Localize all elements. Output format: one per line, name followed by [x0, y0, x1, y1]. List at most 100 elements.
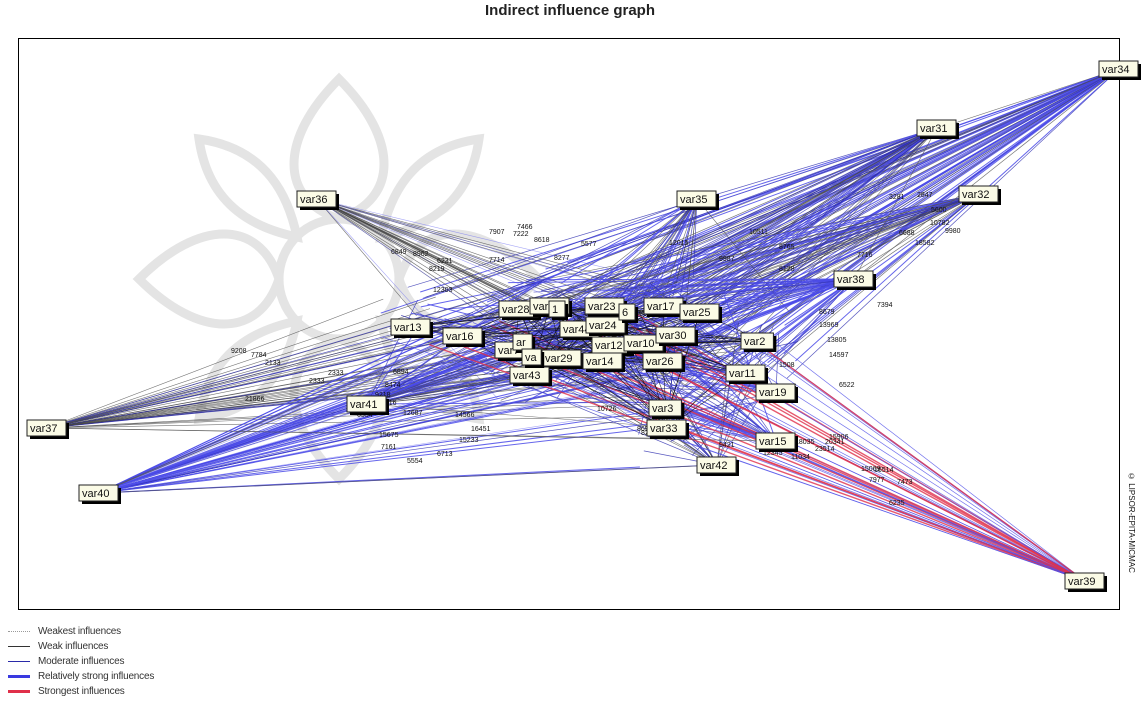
influence-edge: [692, 198, 698, 277]
node-label: var14: [586, 356, 614, 368]
influence-edge: [681, 193, 980, 442]
influence-network: 9208778421866156757161555467131523316451…: [26, 60, 1141, 592]
influence-edge: [561, 198, 698, 284]
influence-edge: [420, 193, 980, 308]
node-var5[interactable]: ar: [512, 333, 536, 353]
node-var23[interactable]: var23: [584, 297, 627, 317]
influence-edge: [543, 343, 1086, 582]
influence-edge: [316, 198, 516, 324]
edge-value-label: 6554: [357, 412, 373, 419]
influence-edge: [650, 429, 1086, 582]
influence-edge: [563, 193, 980, 356]
influence-edge: [316, 198, 697, 290]
node-var6[interactable]: 6: [618, 303, 638, 323]
node-var13[interactable]: var13: [390, 318, 433, 338]
node-var33[interactable]: var33: [646, 419, 689, 439]
node-label: var34: [1102, 64, 1130, 76]
legend-item: Relatively strong influences: [8, 669, 308, 684]
node-var24[interactable]: var24: [585, 316, 628, 336]
influence-edge: [46, 336, 456, 429]
node-var38[interactable]: var38: [833, 270, 876, 290]
node-var40[interactable]: var40: [78, 484, 121, 504]
edge-value-label: 18035: [795, 439, 815, 446]
node-var37[interactable]: var37: [26, 419, 69, 439]
edge-value-label: 16451: [471, 426, 491, 433]
influence-edge: [678, 420, 1086, 582]
node-var17[interactable]: var17: [643, 297, 686, 317]
node-var1[interactable]: 1: [548, 300, 568, 320]
node-var31[interactable]: var31: [916, 119, 959, 139]
influence-edge: [316, 198, 505, 330]
node-var35[interactable]: var35: [676, 190, 719, 210]
node-var19[interactable]: var19: [755, 383, 798, 403]
influence-edge: [487, 331, 1086, 582]
node-var3[interactable]: var3: [648, 399, 685, 419]
edge-value-label: 9980: [945, 228, 961, 235]
node-label: var12: [595, 340, 623, 352]
influence-edge: [98, 367, 651, 494]
influence-edge: [316, 198, 713, 316]
influence-edge: [795, 68, 1120, 362]
node-var30[interactable]: var30: [655, 326, 698, 346]
influence-edge: [639, 379, 1086, 582]
influence-edge: [446, 339, 1086, 582]
node-label: va: [525, 352, 538, 364]
node-var8[interactable]: va: [521, 348, 545, 368]
influence-edge: [668, 68, 1120, 361]
influence-edge: [648, 198, 698, 295]
node-var39[interactable]: var39: [1064, 572, 1107, 592]
node-var25[interactable]: var25: [679, 303, 722, 323]
node-var34[interactable]: var34: [1098, 60, 1141, 80]
influence-edge: [786, 68, 1120, 379]
edge-value-label: 8277: [554, 255, 570, 262]
node-var16[interactable]: var16: [442, 327, 485, 347]
node-label: var30: [659, 330, 687, 342]
edge-value-label: 7222: [513, 231, 529, 238]
node-var36[interactable]: var36: [296, 190, 339, 210]
influence-edge: [98, 366, 542, 494]
node-var29[interactable]: var29: [541, 349, 584, 369]
edge-value-label: 6522: [839, 382, 855, 389]
node-label: var16: [446, 331, 474, 343]
edge-value-label: 21866: [245, 396, 265, 403]
node-var42[interactable]: var42: [696, 456, 739, 476]
influence-edge: [659, 68, 1120, 324]
influence-edge: [450, 127, 938, 375]
influence-edge: [98, 68, 1120, 494]
node-label: var2: [744, 336, 765, 348]
node-var32[interactable]: var32: [958, 185, 1001, 205]
influence-edge: [754, 340, 1086, 582]
influence-edge: [46, 308, 431, 429]
node-label: var26: [646, 356, 674, 368]
influence-edge: [46, 298, 384, 429]
influence-edge: [316, 198, 656, 290]
edge-value-label: 5600: [931, 207, 947, 214]
node-var43[interactable]: var43: [509, 366, 552, 386]
legend-item: Strongest influences: [8, 684, 308, 699]
edge-value-label: 8694: [637, 426, 653, 433]
node-var14[interactable]: var14: [582, 352, 625, 372]
influence-edge: [678, 193, 980, 331]
node-label: var17: [647, 301, 675, 313]
node-var15[interactable]: var15: [755, 432, 798, 452]
legend-label: Strongest influences: [38, 686, 125, 697]
node-label: var11: [729, 368, 756, 380]
node-var26[interactable]: var26: [642, 352, 685, 372]
influence-edge: [46, 316, 443, 429]
node-label: var19: [759, 387, 787, 399]
influence-edge: [366, 299, 419, 405]
node-var41[interactable]: var41: [346, 395, 389, 415]
influence-edge: [316, 198, 417, 316]
edge-value-label: 15233: [459, 437, 479, 444]
node-label: var25: [683, 307, 711, 319]
node-var11[interactable]: var11: [725, 364, 768, 384]
node-var2[interactable]: var2: [740, 332, 777, 352]
legend-swatch: [8, 675, 30, 678]
influence-edge: [630, 325, 1086, 582]
node-label: var37: [30, 423, 58, 435]
edge-value-label: 6235: [889, 500, 905, 507]
legend-label: Moderate influences: [38, 656, 125, 667]
edge-value-label: 7714: [489, 257, 505, 264]
influence-edge: [98, 407, 677, 494]
